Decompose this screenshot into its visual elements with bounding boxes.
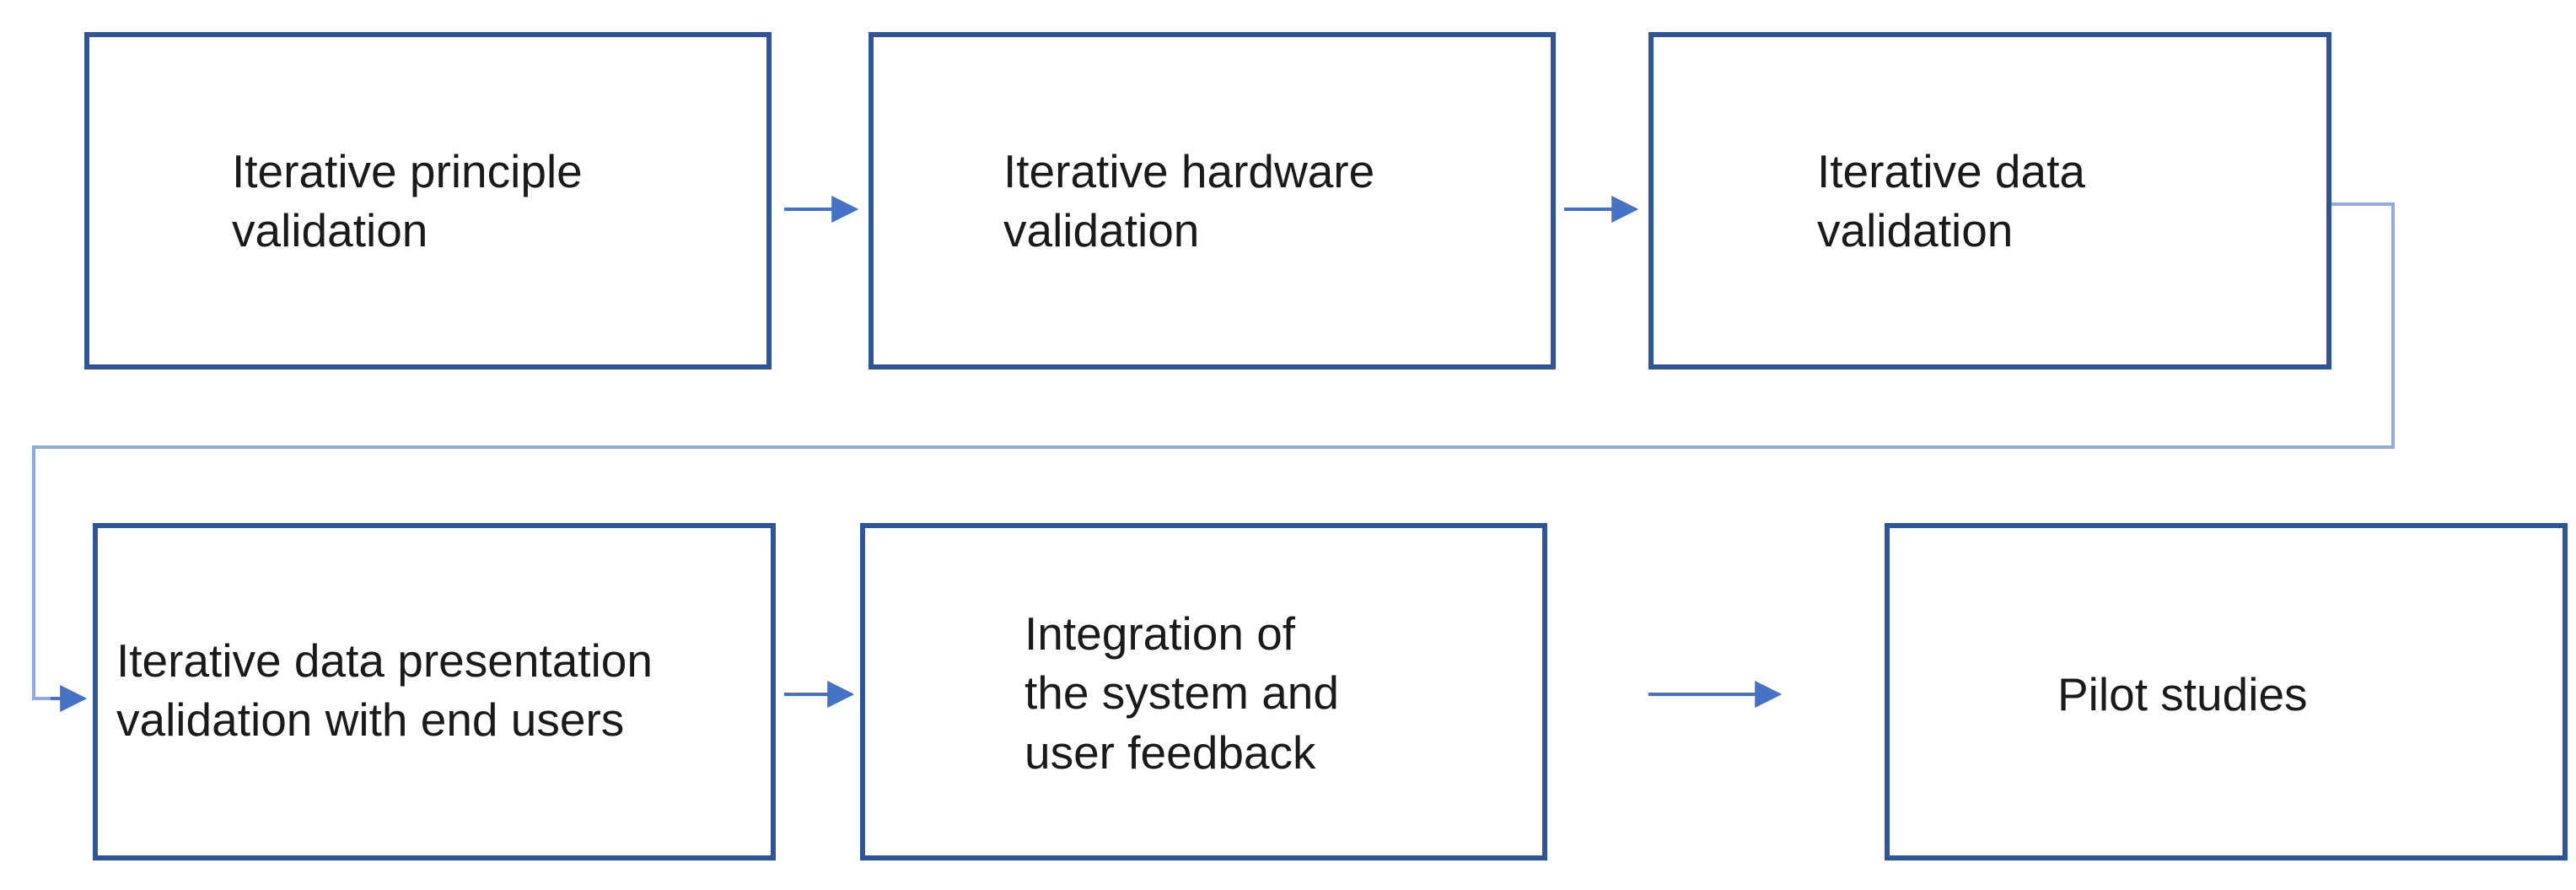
node-system-integration	[860, 523, 1547, 860]
node-data-validation-label: Iterative data validation	[1817, 145, 2085, 257]
node-data-validation	[1648, 32, 2331, 369]
node-presentation-validation	[93, 523, 776, 860]
node-pilot-studies-label: Pilot studies	[2057, 668, 2308, 720]
node-pilot-studies	[1885, 523, 2568, 860]
elbow-connector-data-to-presentation	[32, 202, 2395, 700]
node-presentation-validation-label: Iterative data presentation validation w…	[116, 634, 653, 747]
node-principle-validation-label: Iterative principle validation	[232, 145, 583, 257]
node-system-integration-label: Integration of the system and user feedb…	[1024, 607, 1339, 779]
node-principle-validation	[84, 32, 772, 369]
node-hardware-validation-label: Iterative hardware validation	[1003, 145, 1375, 257]
node-hardware-validation	[869, 32, 1556, 369]
